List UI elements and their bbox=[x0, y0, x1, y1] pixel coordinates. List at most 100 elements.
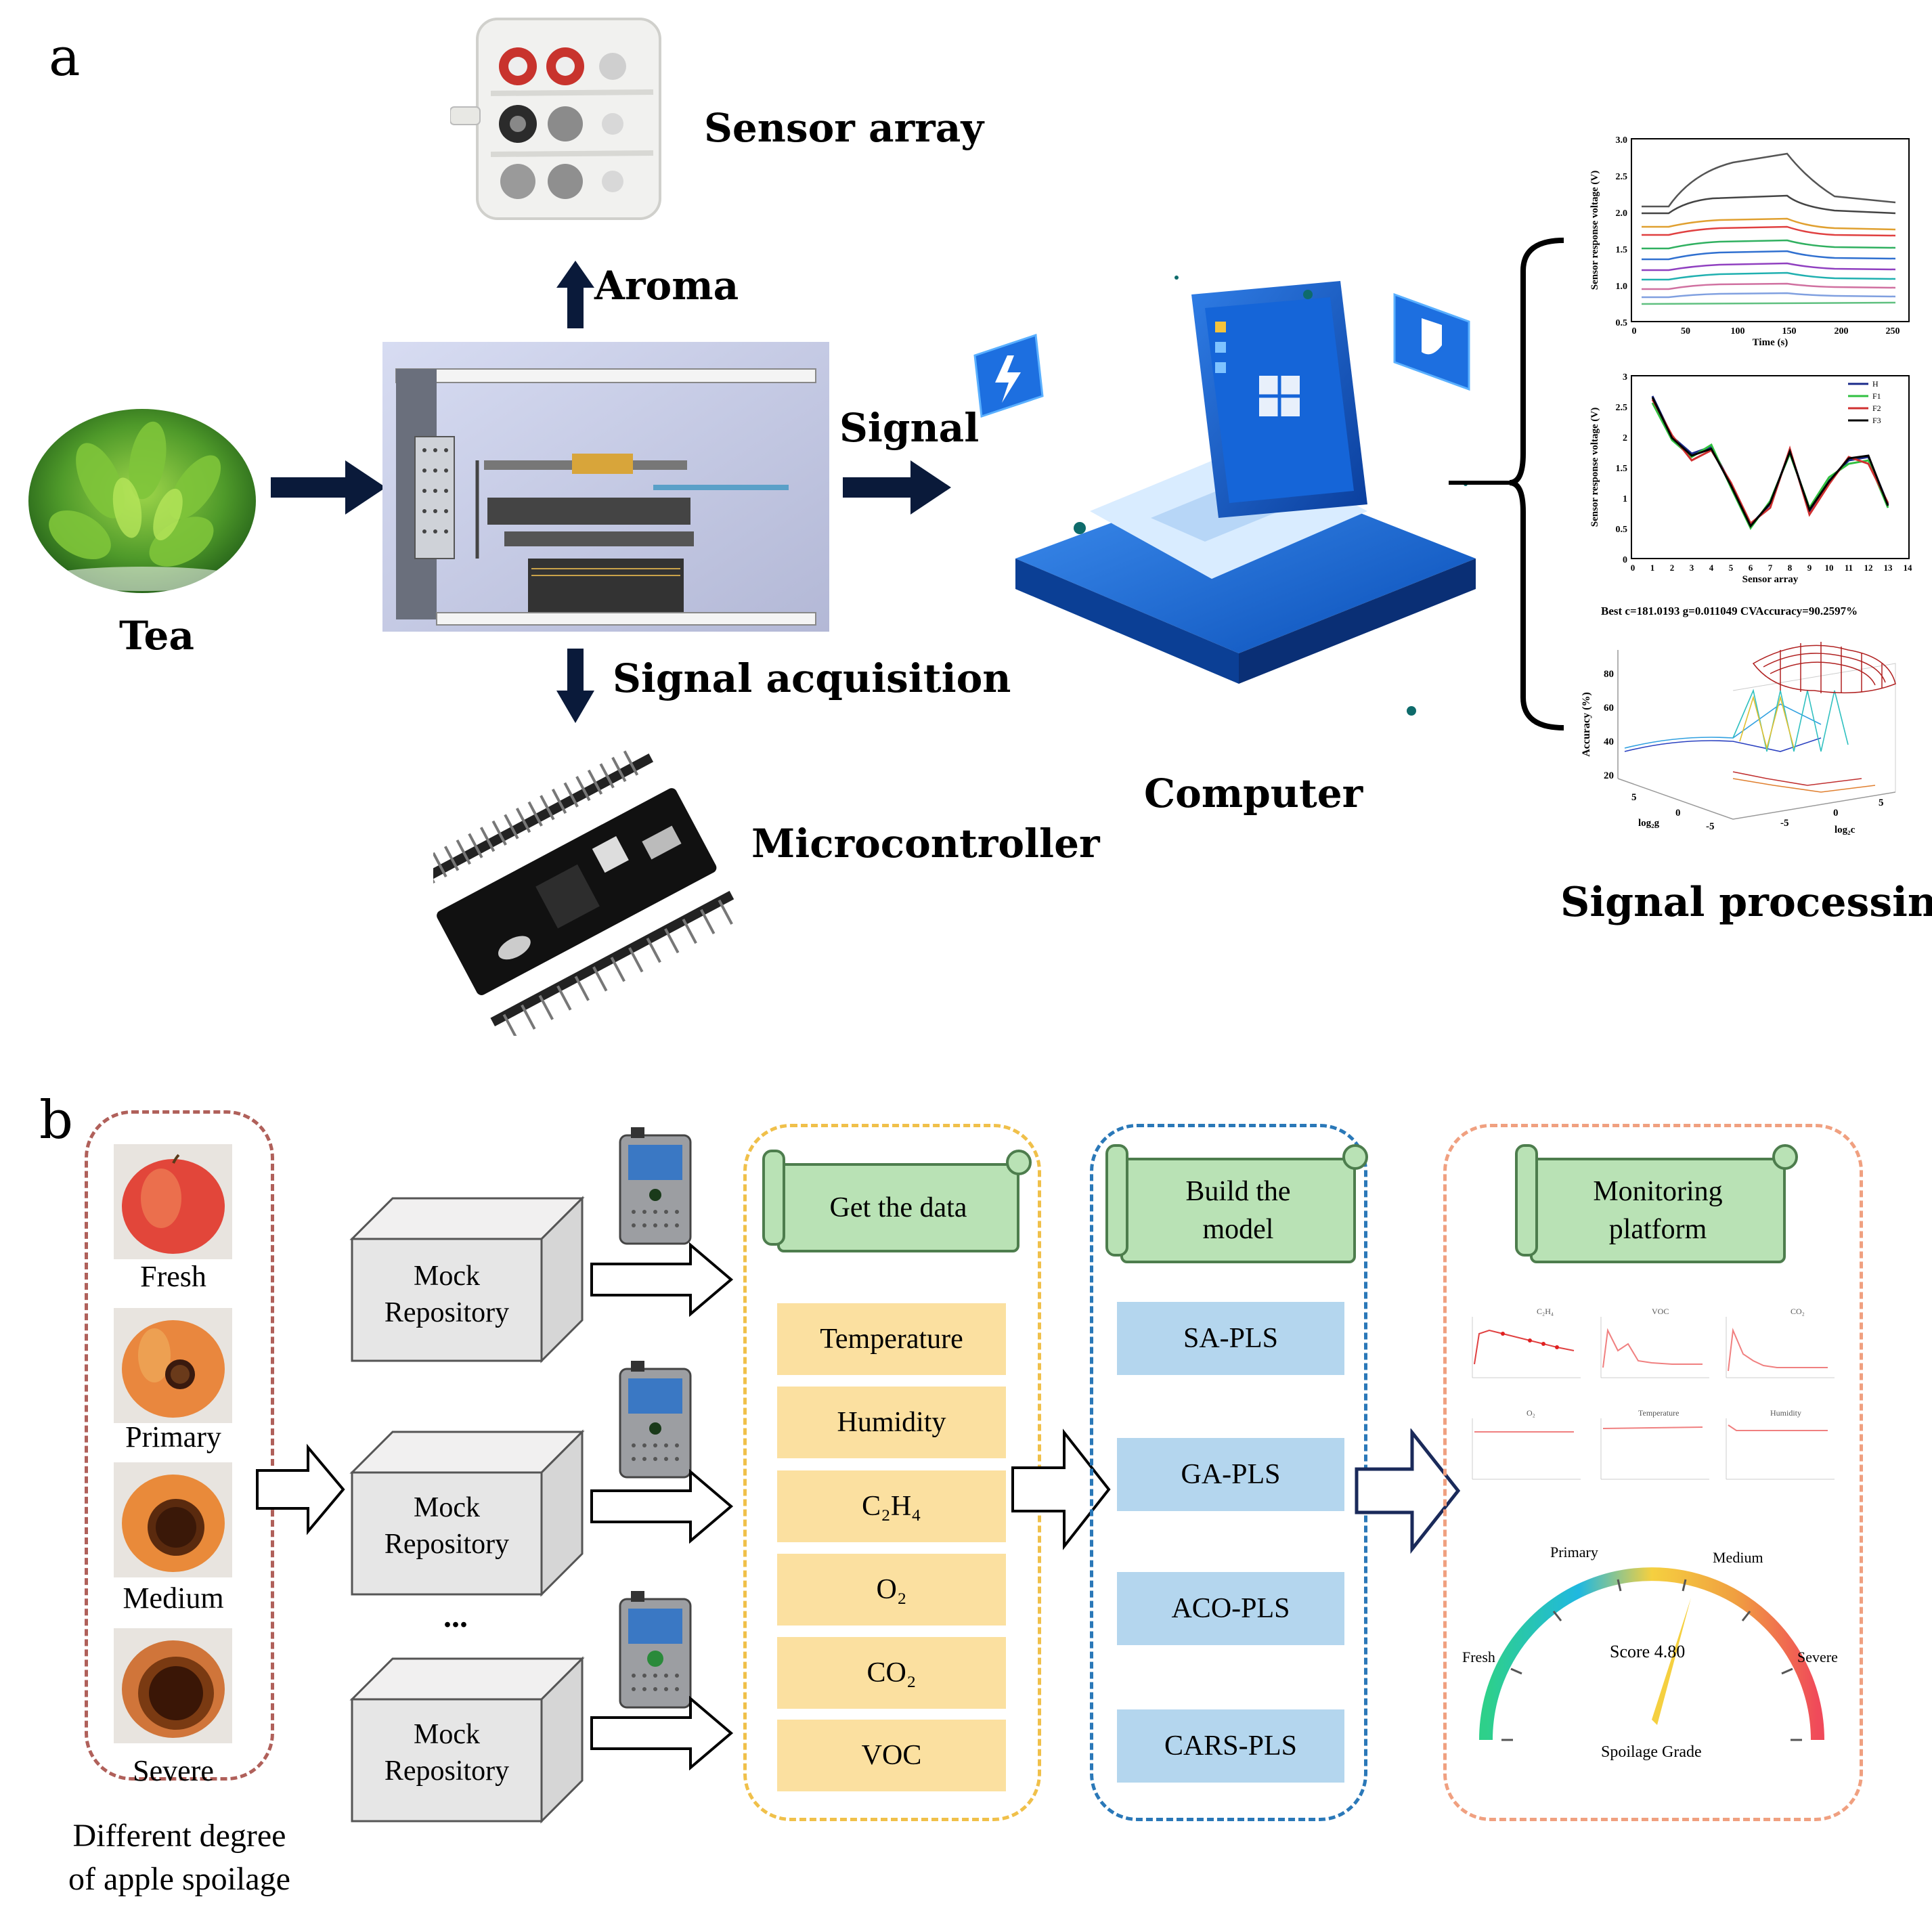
repository-label: Mock Repository bbox=[352, 1489, 542, 1563]
mock-repository-box bbox=[349, 1429, 585, 1597]
computer-illustration bbox=[973, 276, 1476, 716]
get-data-title-text: Get the data bbox=[829, 1192, 967, 1223]
plot2-xtick: 1 bbox=[1650, 563, 1655, 573]
gauge-score: Score 4.80 bbox=[1610, 1642, 1685, 1661]
plot3-zlabel: Accuracy (%) bbox=[1581, 692, 1592, 757]
plot2-xtick: 8 bbox=[1788, 563, 1793, 573]
panel-b-letter: b bbox=[39, 1090, 73, 1151]
repo-line: Mock bbox=[414, 1492, 480, 1523]
repo-line: Repository bbox=[384, 1755, 510, 1787]
computer-label: Computer bbox=[1144, 770, 1363, 816]
handheld-sensor-device bbox=[619, 1127, 692, 1245]
apple-label: Primary bbox=[125, 1420, 221, 1454]
mini-chart-title: O₂ bbox=[1527, 1408, 1535, 1418]
plot1-ytick: 2.5 bbox=[1616, 172, 1628, 182]
plot1-xtick: 250 bbox=[1886, 326, 1900, 336]
plot2-ylabel: Sensor response voltage (V) bbox=[1589, 408, 1600, 527]
mini-chart: O₂ bbox=[1472, 1408, 1581, 1480]
model-item: SA-PLS bbox=[1117, 1302, 1344, 1375]
plot2-xtick: 11 bbox=[1845, 563, 1853, 573]
repo-line: Repository bbox=[384, 1297, 510, 1328]
monitoring-title: Monitoring platform bbox=[1515, 1144, 1798, 1263]
monitor-title-line: Monitoring bbox=[1593, 1176, 1723, 1207]
mock-repository-box bbox=[349, 1196, 585, 1363]
plot1-xtick: 0 bbox=[1632, 326, 1637, 336]
plot3-ztick: 80 bbox=[1604, 669, 1614, 680]
plot3-gtick: 5 bbox=[1631, 792, 1637, 803]
signal-processing-label: Signal processing bbox=[1560, 879, 1932, 926]
plot2-ytick: 2 bbox=[1623, 433, 1627, 443]
model-title-line: Build the bbox=[1185, 1176, 1291, 1207]
plot2-legend-item: F3 bbox=[1872, 416, 1881, 425]
plot3-ztick: 40 bbox=[1604, 737, 1614, 747]
bracket-connector bbox=[1449, 238, 1564, 730]
caption-line: Different degree bbox=[72, 1818, 286, 1854]
arrow-right-icon bbox=[843, 460, 951, 515]
plot2-xtick: 5 bbox=[1729, 563, 1734, 573]
plot2-legend-item: H bbox=[1872, 379, 1879, 389]
data-item: Temperature bbox=[777, 1303, 1006, 1375]
accuracy-surface-plot: Accuracy (%) 80 60 40 20 5 0 -5 5 0 -5 l… bbox=[1581, 642, 1896, 835]
data-item: Humidity bbox=[777, 1387, 1006, 1458]
handheld-sensor-device bbox=[619, 1591, 692, 1709]
plot3-ztick: 20 bbox=[1604, 770, 1614, 781]
apple-primary-image bbox=[114, 1308, 232, 1423]
plot2-legend-item: F1 bbox=[1872, 391, 1881, 401]
gauge-caption: Spoilage Grade bbox=[1601, 1743, 1702, 1761]
caption-line: of apple spoilage bbox=[68, 1861, 290, 1897]
apple-severe-image bbox=[114, 1628, 232, 1743]
electronic-nose-device bbox=[382, 342, 829, 632]
build-model-title: Build the model bbox=[1105, 1144, 1368, 1263]
plot2-xtick: 9 bbox=[1807, 563, 1812, 573]
gauge-ticks bbox=[1501, 1579, 1802, 1741]
plot3-gtick: -5 bbox=[1706, 821, 1715, 832]
ellipsis: ... bbox=[443, 1598, 468, 1634]
monitoring-platform-group bbox=[1443, 1124, 1863, 1821]
repository-label: Mock Repository bbox=[352, 1716, 542, 1789]
plot1-xlabel: Time (s) bbox=[1753, 337, 1788, 348]
model-item: GA-PLS bbox=[1117, 1438, 1344, 1511]
plot1-ylabel: Sensor response voltage (V) bbox=[1589, 171, 1600, 290]
monitoring-mini-charts: C₂H₄ VOC CO₂ O₂ Temperature Humidity bbox=[1472, 1307, 1835, 1480]
apple-samples-group bbox=[85, 1110, 274, 1781]
apple-fresh-image bbox=[114, 1144, 232, 1259]
hollow-arrow-icon bbox=[590, 1242, 734, 1317]
arrow-down-icon bbox=[556, 649, 594, 723]
data-item: O₂ bbox=[777, 1554, 1006, 1626]
plot1-xtick: 150 bbox=[1782, 326, 1797, 336]
data-item: CO₂ bbox=[777, 1637, 1006, 1709]
plot2-ytick: 0.5 bbox=[1616, 525, 1628, 535]
apple-medium-image bbox=[114, 1462, 232, 1577]
arrow-up-icon bbox=[556, 261, 594, 328]
mini-chart-title: Temperature bbox=[1638, 1408, 1679, 1418]
repository-label: Mock Repository bbox=[352, 1258, 542, 1331]
mock-repository-box bbox=[349, 1656, 585, 1824]
plot2-xtick: 10 bbox=[1825, 563, 1834, 573]
sensor-array-plot: Sensor response voltage (V) Sensor array… bbox=[1589, 372, 1912, 585]
arrow-right-icon bbox=[271, 460, 386, 515]
model-item: CARS-PLS bbox=[1117, 1709, 1344, 1783]
plot1-ytick: 2.0 bbox=[1616, 209, 1628, 219]
spoilage-gauge: Fresh Primary Medium Severe Score 4.80 S… bbox=[1462, 1544, 1838, 1761]
handheld-sensor-device bbox=[619, 1361, 692, 1479]
plot2-ytick: 2.5 bbox=[1616, 403, 1628, 413]
plot2-ytick: 1 bbox=[1623, 494, 1627, 504]
plot2-xtick: 0 bbox=[1631, 563, 1635, 573]
sensor-array-label: Sensor array bbox=[704, 105, 984, 151]
plot3-title: Best c=181.0193 g=0.011049 CVAccuracy=90… bbox=[1601, 605, 1858, 617]
sensor-response-time-plot: Sensor response voltage (V) Time (s) 3.0… bbox=[1589, 135, 1910, 348]
plot3-ztick: 60 bbox=[1604, 703, 1614, 714]
get-data-title: Get the data bbox=[762, 1150, 1032, 1252]
mini-chart-title: CO₂ bbox=[1791, 1307, 1805, 1316]
plot3-ctick: 0 bbox=[1833, 808, 1839, 819]
hollow-arrow-icon bbox=[590, 1696, 734, 1770]
tea-leaves-image bbox=[28, 409, 256, 593]
plot3-glabel: log₂g bbox=[1638, 818, 1660, 829]
mini-chart-title: Humidity bbox=[1770, 1408, 1801, 1418]
repo-line: Mock bbox=[414, 1719, 480, 1750]
plot3-clabel: log₂c bbox=[1835, 825, 1856, 835]
mini-chart: Humidity bbox=[1726, 1408, 1835, 1480]
plot3-gtick: 0 bbox=[1675, 808, 1681, 819]
data-item: C₂H₄ bbox=[777, 1470, 1006, 1542]
apple-label: Medium bbox=[123, 1581, 224, 1615]
